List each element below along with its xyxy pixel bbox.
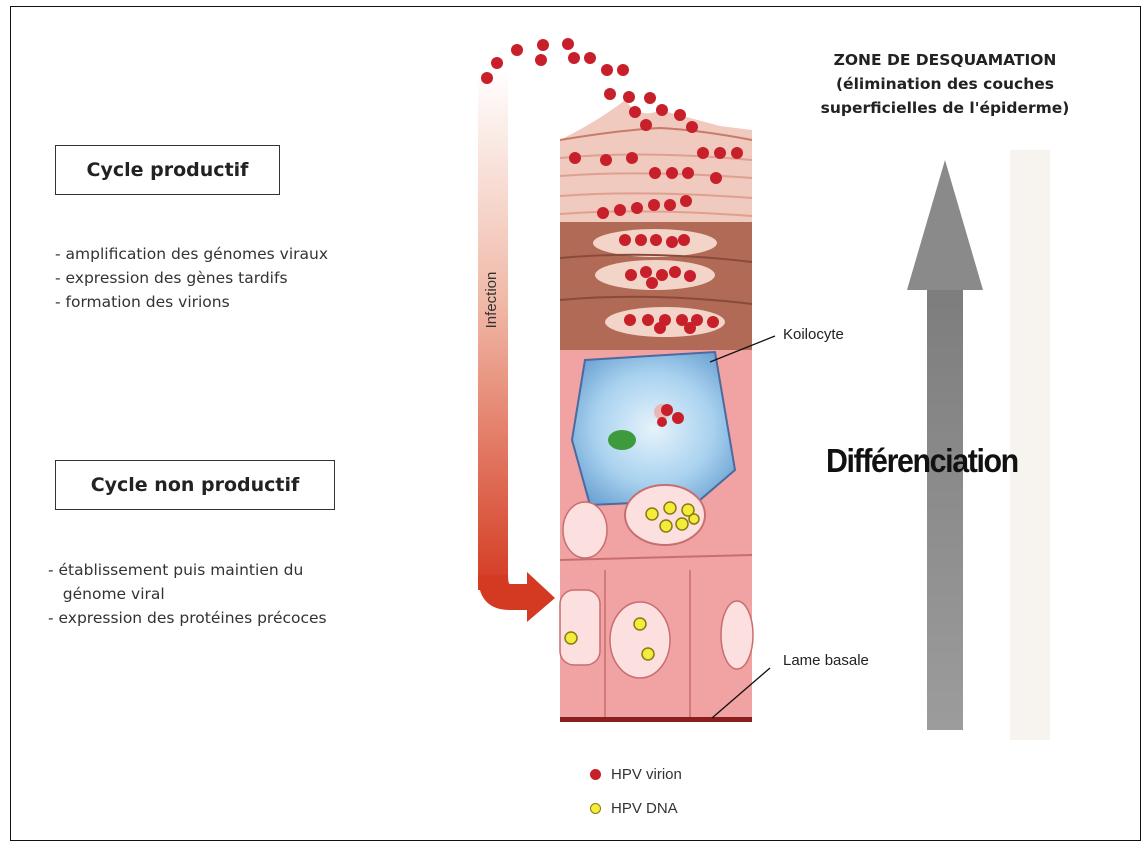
infection-arrow [478, 70, 555, 622]
legend-dna: HPV DNA [590, 800, 678, 817]
legend-virion: HPV virion [590, 766, 682, 783]
lame-basale-label: Lame basale [783, 652, 869, 669]
koilocyte-label: Koilocyte [783, 326, 844, 343]
epidermis-column [560, 100, 753, 722]
differenciation-label: Différenciation [826, 442, 1018, 480]
infection-label: Infection [483, 272, 500, 329]
virion-legend-icon [590, 769, 601, 780]
legend-dna-label: HPV DNA [611, 800, 678, 817]
dna-legend-icon [590, 803, 601, 814]
legend-virion-label: HPV virion [611, 766, 682, 783]
